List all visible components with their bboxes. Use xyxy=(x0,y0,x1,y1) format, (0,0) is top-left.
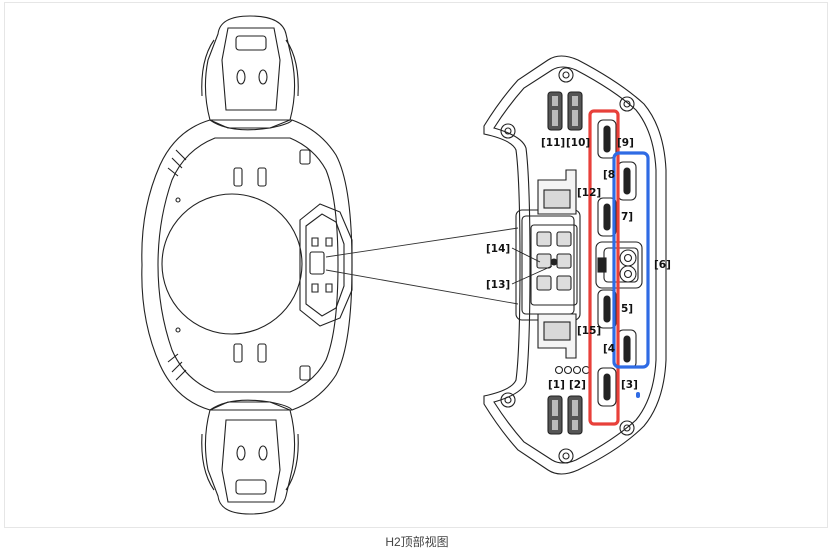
projection-lines xyxy=(325,227,519,305)
blue-highlight-box xyxy=(612,151,650,369)
label-11: [11] xyxy=(541,137,565,149)
label-8: [8 xyxy=(603,169,615,181)
label-12: [12] xyxy=(577,187,601,199)
label-14: [14] xyxy=(486,243,510,255)
label-7: 7] xyxy=(621,211,633,223)
label-15: [15] xyxy=(577,325,601,337)
label-6: [6] xyxy=(654,259,671,271)
label-5: 5] xyxy=(621,303,633,315)
label-1: [1] xyxy=(548,379,565,391)
label-13: [13] xyxy=(486,279,510,291)
part-labels: [11] [10] [9] [8 [12] 7] [14] [6] [13] 5… xyxy=(486,137,671,391)
label-9: [9] xyxy=(617,137,634,149)
figure-frame xyxy=(4,2,828,528)
usb-c-red-column xyxy=(597,119,617,407)
label-2: [2] xyxy=(569,379,586,391)
label-4: [4 xyxy=(603,343,615,355)
h2-top-view-diagram: [11] [10] [9] [8 [12] 7] [14] [6] [13] 5… xyxy=(141,15,671,515)
label-10: [10] xyxy=(566,137,590,149)
label-3: [3] xyxy=(621,379,638,391)
red-highlight-box xyxy=(588,109,620,426)
usb-c-blue-column xyxy=(617,161,637,369)
leader-lines xyxy=(511,247,553,285)
port-panel-detail xyxy=(483,55,667,475)
blue-marker xyxy=(636,392,640,398)
robot-top-view xyxy=(141,15,353,515)
figure-caption: H2顶部视图 xyxy=(385,535,449,549)
